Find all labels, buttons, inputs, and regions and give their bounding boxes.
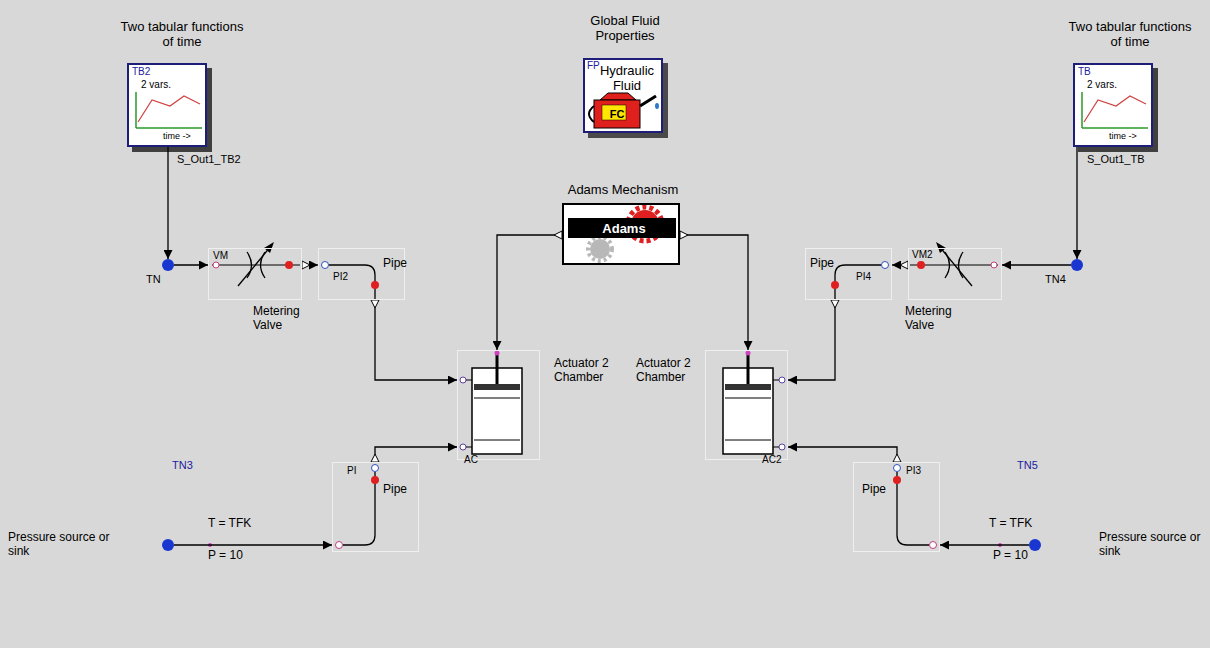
component-label: Pipe xyxy=(862,483,886,497)
component-label: TN xyxy=(146,273,161,286)
component-label: Actuator 2 Chamber xyxy=(636,357,702,385)
signal-connector xyxy=(1002,264,1071,265)
signal-connector xyxy=(167,147,168,259)
signal-connector xyxy=(174,264,208,265)
component-label: TN5 xyxy=(1017,459,1038,472)
pressure-source-dot: TN3T = TFKP = 10Pressure source or sink xyxy=(162,539,174,551)
adams-mechanism-block: Adams MechanismAdams xyxy=(562,203,680,265)
fluid-properties-icon: Global Fluid PropertiesFPHydraulic Fluid… xyxy=(583,58,663,133)
component-label: FC xyxy=(604,108,630,121)
node-dot: TN xyxy=(162,259,174,271)
tabular-function-block: Two tabular functions of timeTB2 vars.ti… xyxy=(1073,63,1153,147)
component-label: Pressure source or sink xyxy=(8,531,120,559)
component-label: time -> xyxy=(1109,131,1137,141)
component-label: time -> xyxy=(163,131,191,141)
component-label: AC xyxy=(464,454,478,466)
component-label: S_Out1_TB2 xyxy=(177,153,241,166)
node-dot: TN4 xyxy=(1071,259,1083,271)
component-label: Adams xyxy=(570,222,678,237)
component-label: PI4 xyxy=(856,271,871,283)
signal-connector xyxy=(1076,147,1077,259)
component-label: Pipe xyxy=(383,257,407,271)
pressure-source-dot: TN5T = TFKP = 10Pressure source or sink xyxy=(1029,539,1041,551)
component-label: VM xyxy=(213,250,228,262)
metering-valve: VM2Metering Valve xyxy=(908,248,1002,300)
metering-valve: VMMetering Valve xyxy=(208,248,302,300)
component-label: T = TFK xyxy=(208,517,251,531)
component-label: PI2 xyxy=(333,271,348,283)
signal-connector xyxy=(497,235,562,350)
component-label: T = TFK xyxy=(989,517,1032,531)
signal-connector xyxy=(788,447,897,462)
signal-connector xyxy=(788,300,835,380)
signal-connector xyxy=(375,447,457,462)
component-label: Two tabular functions of time xyxy=(117,20,247,50)
component-label: P = 10 xyxy=(993,549,1028,563)
component-label: VM2 xyxy=(912,249,933,261)
actuator-2-chamber: Actuator 2 ChamberAC2 xyxy=(705,350,788,460)
signal-connector xyxy=(892,264,908,265)
component-label: PI xyxy=(347,465,356,477)
component-label: TN4 xyxy=(1045,273,1066,286)
component-label: Hydraulic Fluid xyxy=(595,64,659,94)
component-label: Metering Valve xyxy=(253,305,317,333)
component-label: Metering Valve xyxy=(905,305,969,333)
component-label: AC2 xyxy=(762,454,781,466)
component-label: Pressure source or sink xyxy=(1099,531,1204,559)
component-label: Global Fluid Properties xyxy=(565,14,685,44)
component-label: Pipe xyxy=(810,257,834,271)
component-label: FP xyxy=(587,60,600,72)
component-label: Pipe xyxy=(383,483,407,497)
component-label: PI3 xyxy=(906,465,921,477)
signal-connector xyxy=(174,544,332,545)
tabular-function-block: Two tabular functions of timeTB22 vars.t… xyxy=(127,63,207,147)
component-label: TN3 xyxy=(172,459,193,472)
component-label: S_Out1_TB xyxy=(1087,153,1144,166)
signal-connector xyxy=(680,235,748,350)
component-label: Two tabular functions of time xyxy=(1065,20,1195,50)
component-label: TB xyxy=(1078,66,1091,78)
pipe-component: PI Pipe xyxy=(332,462,419,552)
component-label: P = 10 xyxy=(208,549,243,563)
signal-connector xyxy=(375,300,457,380)
signal-connector xyxy=(940,544,1029,545)
component-label: 2 vars. xyxy=(141,79,171,91)
pipe-component: Pipe PI3 xyxy=(853,462,940,552)
component-label: TB2 xyxy=(132,66,150,78)
component-label: Actuator 2 Chamber xyxy=(554,357,620,385)
signal-connector xyxy=(302,264,318,265)
actuator-2-chamber: Actuator 2 ChamberAC xyxy=(457,350,540,460)
component-label: 2 vars. xyxy=(1087,79,1117,91)
pipe-component: PipePI4 xyxy=(805,248,892,300)
pipe-component: PI2 Pipe xyxy=(318,248,405,300)
component-label: Adams Mechanism xyxy=(543,183,703,198)
